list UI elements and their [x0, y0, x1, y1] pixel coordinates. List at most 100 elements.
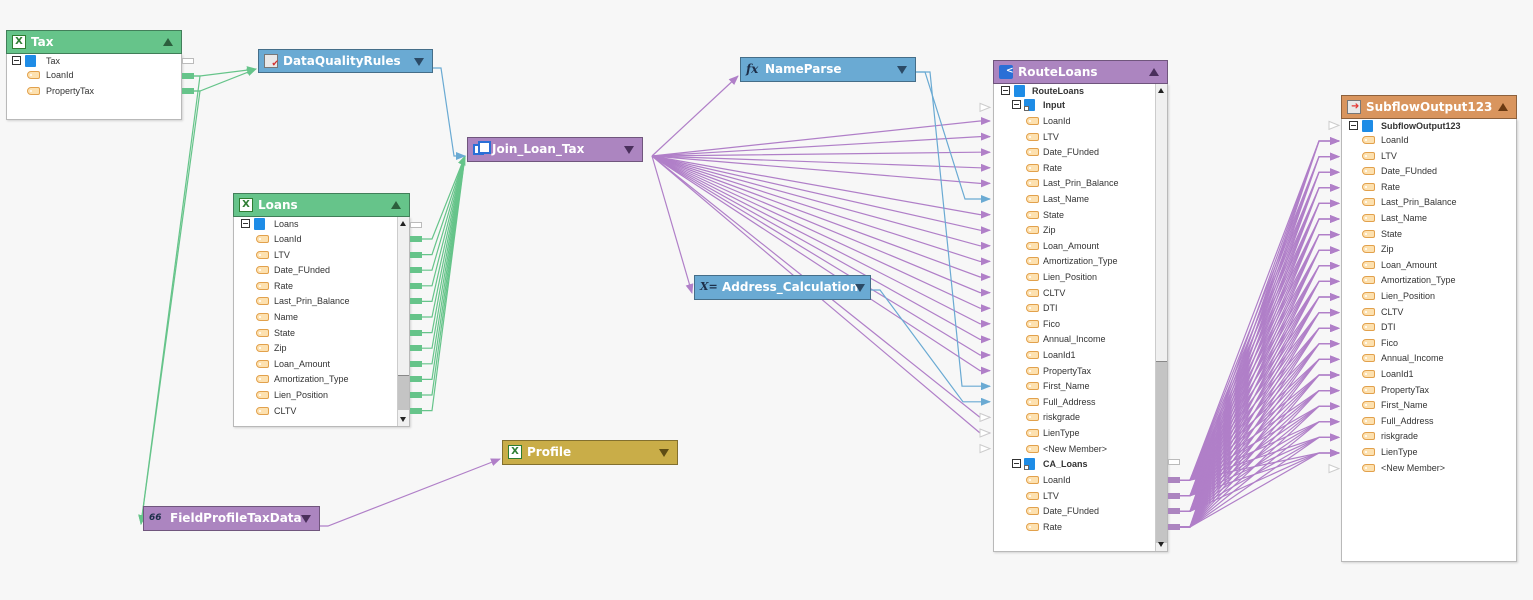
connection-wire[interactable] [1180, 230, 1340, 528]
connection-wire[interactable] [1180, 355, 1340, 497]
field-row[interactable]: Rate [1342, 180, 1516, 195]
field-row[interactable]: LTV [234, 248, 409, 263]
field-row[interactable]: Last_Prin_Balance [234, 294, 409, 309]
field-row[interactable]: Date_FUnded [994, 145, 1167, 160]
output-port[interactable] [410, 407, 422, 414]
connection-wire[interactable] [1180, 199, 1340, 481]
connection-wire[interactable] [651, 75, 739, 157]
expand-icon[interactable] [897, 66, 907, 74]
field-row[interactable]: LoanId [994, 114, 1167, 129]
connection-wire[interactable] [1180, 324, 1340, 512]
collapse-icon[interactable] [391, 201, 401, 209]
connection-wire[interactable] [1180, 277, 1340, 512]
connection-wire[interactable] [1180, 355, 1340, 481]
connection-wire[interactable] [1180, 183, 1340, 528]
field-row[interactable]: LienType [994, 426, 1167, 441]
connection-wire[interactable] [422, 155, 466, 396]
expand-icon[interactable] [301, 515, 311, 523]
name-parse-node[interactable]: fx NameParse [740, 57, 916, 82]
connection-wire[interactable] [651, 155, 991, 281]
field-row[interactable]: Loan_Amount [994, 239, 1167, 254]
subflow-output-header[interactable]: ➜ SubflowOutput123 [1341, 95, 1517, 119]
output-port[interactable] [410, 282, 422, 289]
profile-header[interactable]: X Profile [502, 440, 678, 465]
connection-wire[interactable] [1180, 371, 1340, 512]
connection-wire[interactable] [320, 458, 501, 527]
connection-wire[interactable] [138, 90, 201, 525]
connection-wire[interactable] [1180, 183, 1340, 512]
connection-wire[interactable] [1180, 293, 1340, 512]
output-port[interactable] [1168, 524, 1180, 530]
connection-wire[interactable] [1180, 308, 1340, 497]
connection-wire[interactable] [651, 132, 991, 157]
expand-icon[interactable] [624, 146, 634, 154]
connection-wire[interactable] [1180, 324, 1340, 481]
connection-wire[interactable] [1180, 386, 1340, 528]
connection-wire[interactable] [1180, 152, 1340, 497]
field-row[interactable]: DTI [1342, 320, 1516, 335]
collapse-icon[interactable] [1498, 103, 1508, 111]
scroll-down-icon[interactable] [1158, 542, 1164, 547]
connection-wire[interactable] [651, 155, 991, 219]
field-row[interactable]: Zip [234, 341, 409, 356]
expand-icon[interactable] [659, 449, 669, 457]
collapse-tree-icon[interactable] [1001, 86, 1010, 95]
connection-wire[interactable] [422, 155, 466, 302]
field-row[interactable]: LTV [994, 489, 1167, 504]
address-calculation-header[interactable]: X= Address_Calculation [694, 275, 871, 300]
field-row[interactable]: Zip [994, 223, 1167, 238]
field-row[interactable]: First_Name [1342, 398, 1516, 413]
connection-wire[interactable] [1180, 168, 1340, 481]
connection-wire[interactable] [422, 155, 466, 380]
field-row[interactable]: LoanId [234, 232, 409, 247]
field-row[interactable]: PropertyTax [1342, 383, 1516, 398]
connection-wire[interactable] [1180, 433, 1340, 528]
connection-wire[interactable] [1180, 246, 1340, 528]
connection-wire[interactable] [1180, 339, 1340, 497]
connection-wire[interactable] [1180, 449, 1340, 497]
field-row[interactable]: Fico [994, 317, 1167, 332]
connection-wire[interactable] [1180, 449, 1340, 481]
connection-wire[interactable] [1180, 402, 1340, 528]
field-row[interactable]: Annual_Income [1342, 351, 1516, 366]
connection-wire[interactable] [1180, 339, 1340, 528]
field-row[interactable]: LTV [994, 130, 1167, 145]
connection-wire[interactable] [1180, 137, 1340, 528]
connection-wire[interactable] [1180, 355, 1340, 512]
connection-wire[interactable] [651, 155, 991, 172]
field-row[interactable]: LienType [1342, 445, 1516, 460]
connection-wire[interactable] [651, 117, 991, 157]
output-port[interactable] [182, 58, 194, 64]
connection-wire[interactable] [1180, 386, 1340, 481]
connection-wire[interactable] [422, 155, 466, 271]
field-row[interactable]: Last_Name [994, 192, 1167, 207]
field-row[interactable]: Last_Prin_Balance [994, 176, 1167, 191]
field-row[interactable]: Last_Prin_Balance [1342, 195, 1516, 210]
connection-wire[interactable] [1180, 386, 1340, 512]
connection-wire[interactable] [916, 71, 991, 203]
connection-wire[interactable] [1180, 355, 1340, 528]
output-port[interactable] [410, 251, 422, 258]
connection-wire[interactable] [1180, 417, 1340, 512]
connection-wire[interactable] [1180, 152, 1340, 528]
scrollbar[interactable] [397, 217, 409, 426]
connection-wire[interactable] [651, 155, 991, 359]
field-row[interactable]: Date_FUnded [994, 504, 1167, 519]
field-row[interactable]: riskgrade [1342, 429, 1516, 444]
connection-wire[interactable] [1180, 261, 1340, 481]
connection-wire[interactable] [422, 155, 466, 349]
output-port[interactable] [410, 392, 422, 398]
field-row[interactable]: Amortization_Type [1342, 273, 1516, 288]
connection-wire[interactable] [1180, 449, 1340, 528]
field-row[interactable]: <New Member> [1342, 461, 1516, 476]
collapse-tree-icon[interactable] [1012, 100, 1021, 109]
connection-wire[interactable] [1180, 433, 1340, 497]
connection-wire[interactable] [1180, 261, 1340, 497]
field-row[interactable]: State [994, 208, 1167, 223]
connection-wire[interactable] [1180, 339, 1340, 481]
expand-icon[interactable] [414, 58, 424, 66]
connection-wire[interactable] [422, 155, 466, 287]
connection-wire[interactable] [1180, 261, 1340, 528]
connection-wire[interactable] [1180, 371, 1340, 497]
